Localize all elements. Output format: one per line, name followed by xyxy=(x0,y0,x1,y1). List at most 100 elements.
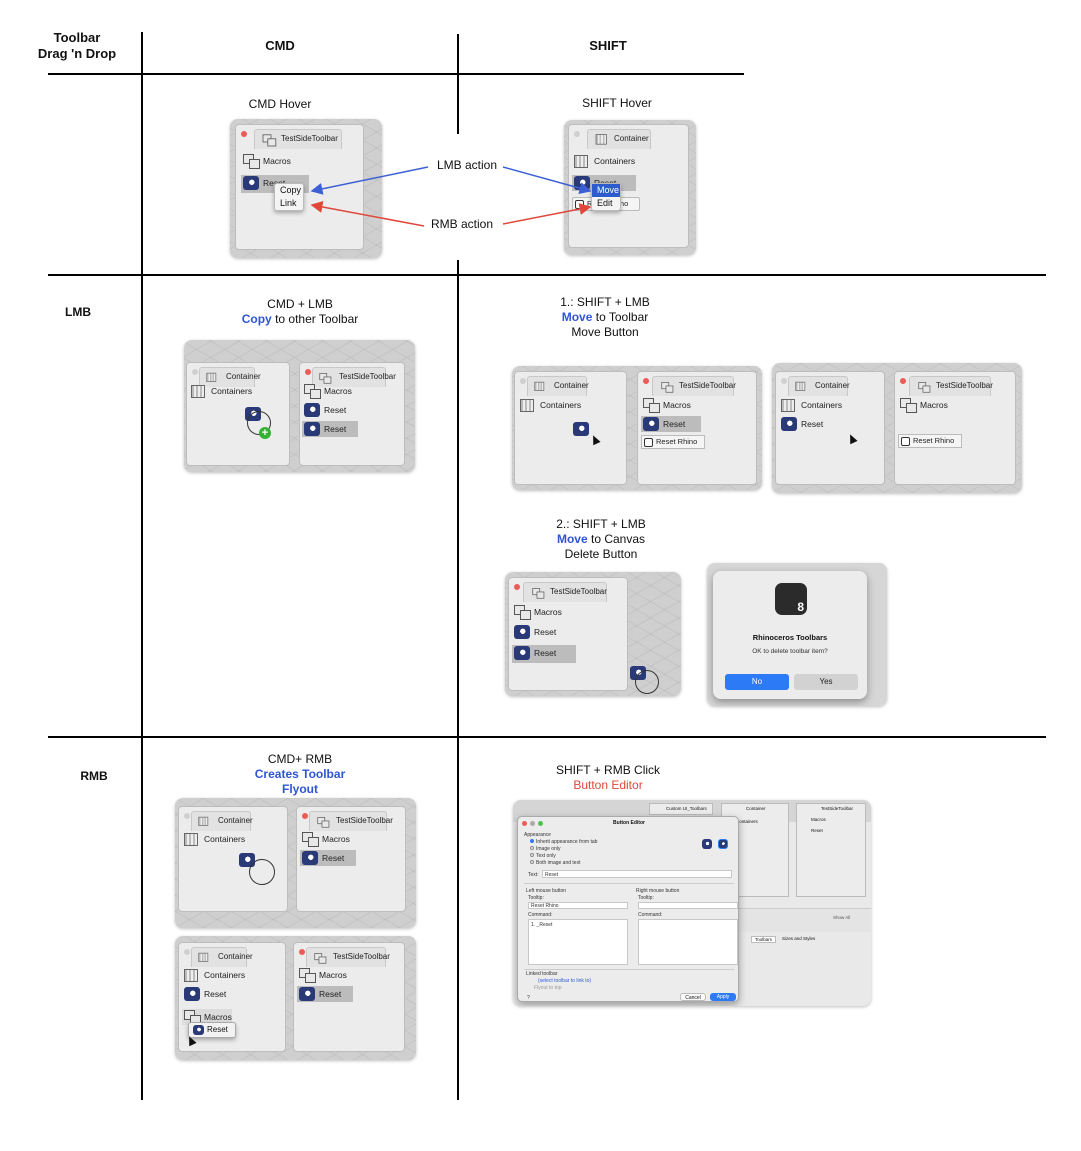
button-image-icon[interactable] xyxy=(702,839,712,849)
caption-line1: CMD+ RMB xyxy=(267,752,333,766)
toolbar-item-containers[interactable]: Containers xyxy=(518,397,581,413)
side-toolbar-tab[interactable]: TestSideToolbar xyxy=(652,376,736,396)
toolbar-tab[interactable]: TestSideToolbar xyxy=(254,129,342,149)
side-toolbar-tab[interactable]: TestSideToolbar xyxy=(312,367,396,387)
row-divider-rmb xyxy=(48,736,1046,738)
cmd-lmb-caption: CMD + LMB Copy to other Toolbar xyxy=(210,297,390,327)
cancel-button[interactable]: Cancel xyxy=(680,993,706,1001)
flyout-macros[interactable]: Macros xyxy=(182,1009,232,1025)
rhino-icon xyxy=(643,417,659,431)
bg-showall[interactable]: Show All xyxy=(833,915,851,920)
close-dot-icon[interactable] xyxy=(184,949,190,955)
flyout-reset-label[interactable]: Reset xyxy=(207,1025,228,1034)
linked-toolbar-value[interactable]: (select toolbar to link to) xyxy=(538,978,592,984)
close-dot-icon[interactable] xyxy=(184,813,190,819)
rmb-arrow-to-link xyxy=(310,201,425,227)
toolbar-item-containers[interactable]: Containers xyxy=(779,397,842,413)
text-input[interactable]: Reset xyxy=(542,870,732,878)
close-dot-icon[interactable] xyxy=(643,378,649,384)
container-tab[interactable]: Container xyxy=(191,947,253,967)
bg-tab-custom: Custom UI_Toolbars xyxy=(649,803,713,815)
zoom-dot-icon[interactable] xyxy=(538,821,543,826)
rhino-icon xyxy=(514,646,530,660)
toolbar-item-macros[interactable]: Macros xyxy=(297,967,347,983)
toolbar-item-macros[interactable]: Macros xyxy=(641,397,691,413)
container-tab[interactable]: Container xyxy=(788,376,850,396)
toolbar-item-reset[interactable]: Reset xyxy=(302,402,346,418)
toolbar-item-containers[interactable]: Containers xyxy=(572,153,682,169)
corner-header: Toolbar Drag 'n Drop xyxy=(22,30,132,62)
menu-move[interactable]: Move xyxy=(592,184,620,197)
toolbar-item-containers[interactable]: Containers xyxy=(189,383,252,399)
cmd-rmb-caption: CMD+ RMB Creates Toolbar Flyout xyxy=(210,752,390,797)
option-image-only[interactable]: Image only xyxy=(530,846,560,852)
left-tooltip-input[interactable]: Reset Rhino xyxy=(528,902,628,909)
toolbar-item-macros[interactable]: Macros xyxy=(898,397,948,413)
toolbar-item-containers[interactable]: Containers xyxy=(182,967,245,983)
right-tooltip-input[interactable] xyxy=(638,902,738,909)
help-button[interactable]: ? xyxy=(527,995,530,1001)
toolbar-item-macros[interactable]: Macros xyxy=(300,831,350,847)
close-dot-icon[interactable] xyxy=(299,949,305,955)
macros-icon xyxy=(302,832,319,847)
container-panel: Container Containers + xyxy=(186,362,290,466)
option-text-only[interactable]: Text only xyxy=(530,853,556,859)
toolbar-item-reset[interactable]: Reset xyxy=(182,986,226,1002)
apply-button[interactable]: Apply xyxy=(710,993,736,1001)
side-toolbar-tab[interactable]: TestSideToolbar xyxy=(309,811,393,831)
close-dot-icon[interactable] xyxy=(305,369,311,375)
container-panel: Container Containers xyxy=(514,371,627,485)
container-tab[interactable]: Container xyxy=(199,367,261,387)
dialog-yes-button[interactable]: Yes xyxy=(794,674,858,690)
bg-tab-sizes[interactable]: Sizes and Styles xyxy=(782,936,816,941)
container-icon xyxy=(198,816,209,826)
close-dot-icon[interactable] xyxy=(520,378,526,384)
close-dot-icon[interactable] xyxy=(574,131,580,137)
editor-divider xyxy=(524,969,734,970)
close-dot-icon[interactable] xyxy=(241,131,247,137)
menu-link[interactable]: Link xyxy=(280,198,297,208)
menu-copy[interactable]: Copy xyxy=(280,185,302,195)
toolbar-item-reset[interactable]: Reset xyxy=(779,416,823,432)
left-command-input[interactable]: 1. _Reset xyxy=(528,919,628,965)
toolbar-item-reset[interactable]: Reset xyxy=(300,850,356,866)
right-command-input[interactable] xyxy=(638,919,738,965)
side-toolbar-tab[interactable]: TestSideToolbar xyxy=(909,376,993,396)
close-dot-icon[interactable] xyxy=(781,378,787,384)
menu-edit[interactable]: Edit xyxy=(597,198,613,208)
toolbar-item-macros[interactable]: Macros xyxy=(241,153,357,169)
toolbar-item-reset-copy[interactable]: Reset xyxy=(302,421,358,437)
button-image-icon-alt[interactable] xyxy=(718,839,728,849)
container-tab[interactable]: Container xyxy=(527,376,589,396)
container-panel: Container Containers xyxy=(178,806,288,912)
close-dot-icon[interactable] xyxy=(192,369,198,375)
close-dot-icon[interactable] xyxy=(302,813,308,819)
flyout-label[interactable]: Flyout to top xyxy=(534,985,562,991)
toolbar-item-reset[interactable]: Reset xyxy=(641,416,701,432)
toolbar-item-reset-selected[interactable]: Reset xyxy=(512,645,576,663)
side-toolbar-tab[interactable]: TestSideToolbar xyxy=(306,947,390,967)
rhino-icon xyxy=(302,851,318,865)
toolbar-item-macros[interactable]: Macros xyxy=(512,604,562,620)
container-icon xyxy=(520,398,536,412)
side-toolbar-tab[interactable]: TestSideToolbar xyxy=(523,582,607,602)
toolbar-item-reset[interactable]: Reset xyxy=(512,624,556,640)
toolbar-item-reset-rhino[interactable]: Reset Rhino xyxy=(898,434,962,448)
close-dot-icon[interactable] xyxy=(514,584,520,590)
action-arrows xyxy=(310,166,592,227)
toolbar-item-reset-rhino[interactable]: Reset Rhino xyxy=(641,435,705,449)
toolbar-item-containers[interactable]: Containers xyxy=(182,831,245,847)
right-tooltip-label: Tooltip: xyxy=(638,895,654,901)
delete-dialog: 8 Rhinoceros Toolbars OK to delete toolb… xyxy=(713,571,867,699)
option-both[interactable]: Both image and text xyxy=(530,860,580,866)
toolbar-tab[interactable]: Container xyxy=(587,129,651,149)
dialog-no-button[interactable]: No xyxy=(725,674,789,690)
close-dot-icon[interactable] xyxy=(900,378,906,384)
minimize-dot-icon[interactable] xyxy=(530,821,535,826)
toolbar-item-macros[interactable]: Macros xyxy=(302,383,352,399)
container-tab[interactable]: Container xyxy=(191,811,253,831)
close-dot-icon[interactable] xyxy=(522,821,527,826)
bg-tab-toolbars[interactable]: Toolbars xyxy=(751,936,777,943)
option-inherit[interactable]: Inherit appearance from tab xyxy=(530,839,597,845)
toolbar-item-reset[interactable]: Reset xyxy=(297,986,353,1002)
